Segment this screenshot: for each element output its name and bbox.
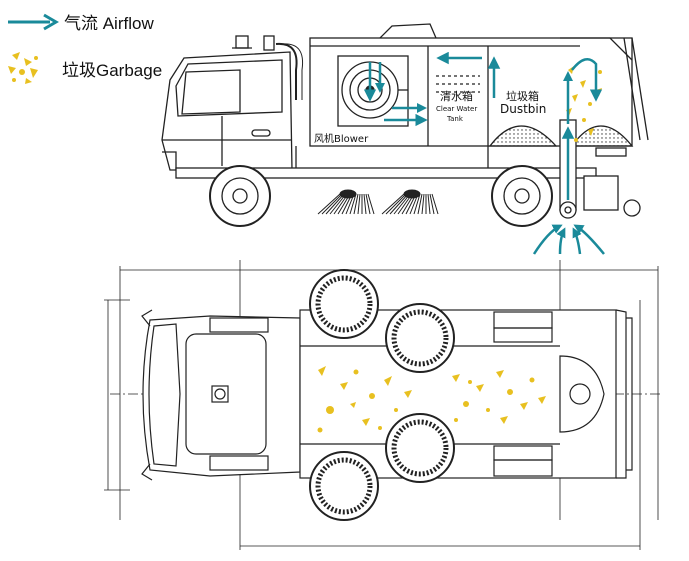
legend-garbage-label: 垃圾Garbage [62, 61, 162, 80]
top-garbage-scatter [317, 366, 546, 433]
brush-top-4 [309, 451, 379, 521]
front-wheel [209, 165, 271, 227]
water-tank-label-en2: Tank [446, 115, 464, 123]
side-brush-left [317, 189, 375, 215]
brush-top-3 [385, 413, 455, 483]
rear-wheel [491, 165, 553, 227]
side-view [161, 23, 649, 227]
arrow-right-icon [8, 13, 59, 31]
brush-top-2 [385, 303, 455, 373]
dustbin-label-cn: 垃圾箱 [506, 89, 539, 103]
body-top [299, 309, 617, 479]
blower-label: 风机Blower [314, 132, 369, 145]
side-airflow-arrows [363, 51, 605, 255]
brush-top-1 [309, 269, 379, 339]
top-view [104, 260, 660, 550]
cab-top [142, 315, 301, 477]
legend-airflow-label: 气流 Airflow [64, 14, 154, 33]
cab-outline [161, 51, 293, 171]
water-tank-label-cn: 清水箱 [440, 89, 473, 103]
side-brush-right [381, 189, 439, 215]
water-tank-label-en1: Clear Water [436, 105, 477, 113]
debris-icon [8, 52, 38, 84]
legend: 气流 Airflow 垃圾Garbage [8, 13, 162, 84]
dustbin-label-en: Dustbin [500, 102, 546, 116]
